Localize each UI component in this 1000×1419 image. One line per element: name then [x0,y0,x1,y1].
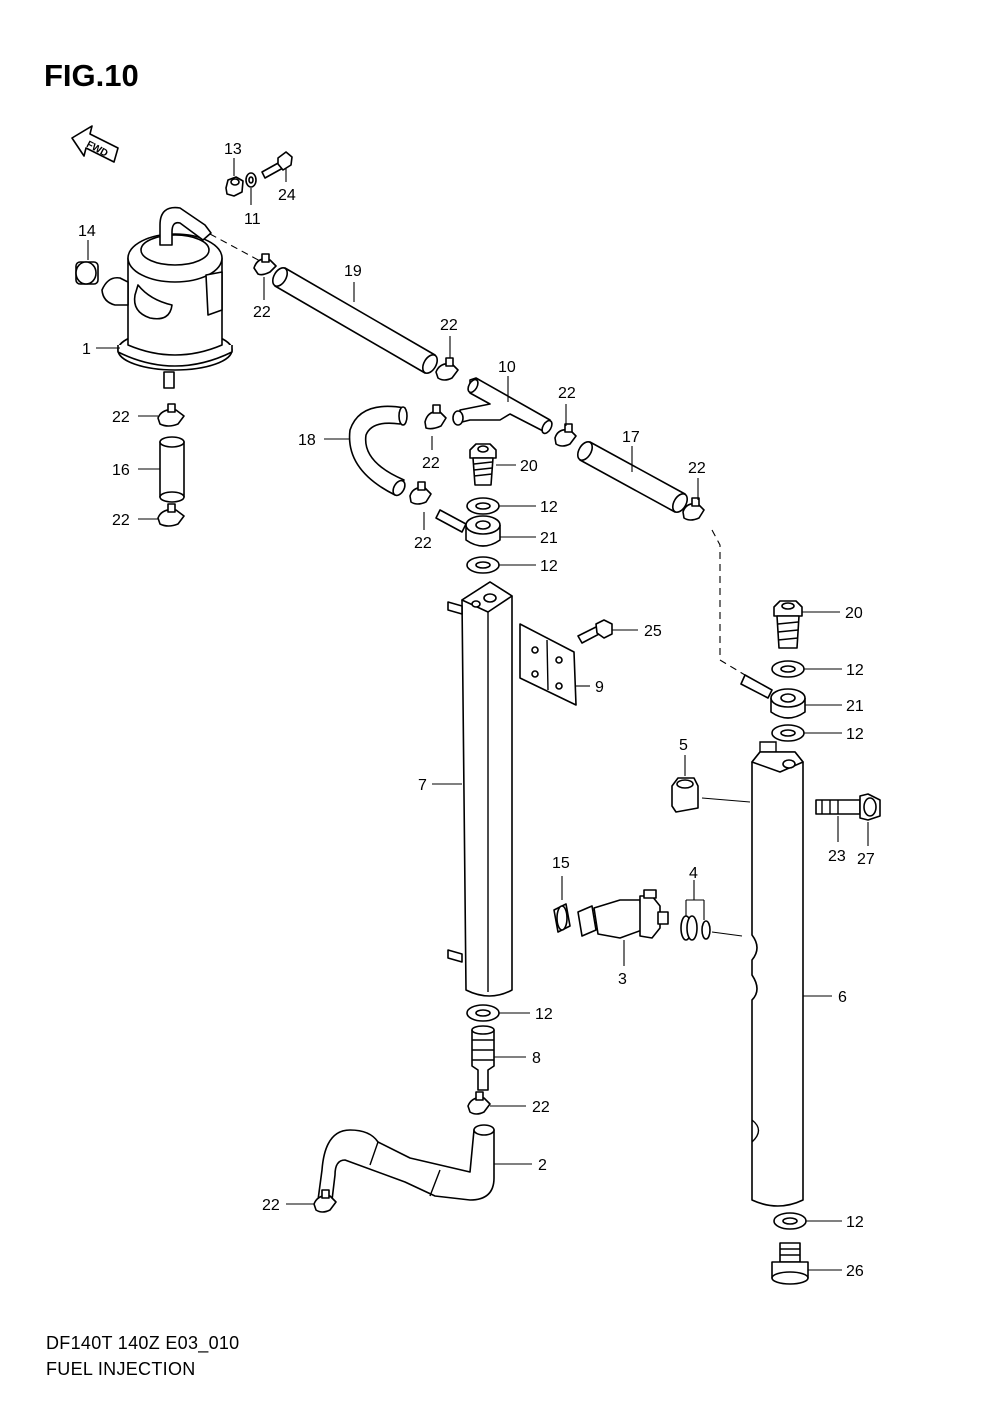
callout-10: 10 [498,359,516,376]
model-code: DF140T 140Z E03_010 [46,1333,240,1353]
callout-23: 23 [828,848,846,865]
hose-clamp [435,357,459,381]
figure-caption: FUEL INJECTION [46,1359,196,1379]
hose-clamp [157,503,185,527]
bolt-24 [261,151,293,179]
callout-12: 12 [535,1006,553,1023]
callout-14: 14 [78,223,96,240]
callout-22: 22 [112,512,130,529]
callout-22: 22 [440,317,458,334]
leader-lines [87,158,869,1271]
callout-17: 17 [622,429,640,446]
callout-12: 12 [540,558,558,575]
callout-6: 6 [838,989,847,1006]
callout-12: 12 [846,726,864,743]
fuel-hose-19 [271,267,439,374]
cushion-15 [553,903,571,933]
callout-21: 21 [540,530,558,547]
hose-clamp [554,423,577,447]
callout-1: 1 [82,341,91,358]
washer-12 [771,724,805,742]
washer-12 [773,1212,807,1230]
callout-4: 4 [689,865,698,882]
washer-12 [466,556,500,574]
hose-clamp [253,253,277,276]
callout-20: 20 [845,605,863,622]
fuel-hose-2 [317,1124,495,1201]
callout-8: 8 [532,1050,541,1067]
union-21 [435,509,501,547]
washer-12 [771,660,805,678]
fuel-rail-6 [751,741,804,1207]
callout-9: 9 [595,679,604,696]
callout-5: 5 [679,737,688,754]
callout-13: 13 [224,141,242,158]
fuel-injector-3 [577,889,669,939]
t-joint-10 [452,377,553,435]
washer-12 [466,1004,500,1022]
fuel-hose-17 [576,441,689,513]
bolt-23 [815,799,861,815]
bolt-26 [771,1242,809,1285]
bolt-25 [577,619,613,644]
callout-21: 21 [846,698,864,715]
callout-19: 19 [344,263,362,280]
grommet-5 [671,777,699,813]
callout-12: 12 [846,662,864,679]
callout-22: 22 [253,304,271,321]
union-bolt-20 [773,600,803,649]
washer-27 [859,793,881,821]
hose-clamp [467,1091,491,1115]
hose-clamp [313,1189,337,1213]
washer-12 [466,497,500,515]
callout-11: 11 [244,211,261,228]
callout-22: 22 [558,385,576,402]
fuel-rail-7 [447,581,513,997]
grommet-14 [75,261,99,285]
callout-22: 22 [112,409,130,426]
callout-7: 7 [418,777,427,794]
callout-15: 15 [552,855,570,872]
washer-11 [245,172,257,188]
callout-20: 20 [520,458,538,475]
hose-clamp [424,404,447,430]
union-21 [740,674,806,719]
callout-12: 12 [540,499,558,516]
o-ring-4 [680,915,711,941]
fuel-hose-18 [348,405,408,497]
callout-22: 22 [532,1099,550,1116]
callout-27: 27 [857,851,875,868]
callout-26: 26 [846,1263,864,1280]
bolt-13 [225,176,244,197]
callout-2: 2 [538,1157,547,1174]
callout-22: 22 [688,460,706,477]
callout-22: 22 [422,455,440,472]
union-bolt-20 [469,443,497,486]
callout-24: 24 [278,187,296,204]
callout-22: 22 [262,1197,280,1214]
callout-22: 22 [414,535,432,552]
callout-3: 3 [618,971,627,988]
callout-25: 25 [644,623,662,640]
page-title: FIG.10 [44,58,139,93]
fuel-hose-16 [159,436,185,503]
hose-clamp [409,481,432,505]
bracket-9 [519,623,577,706]
fitting-8 [471,1025,495,1091]
fwd-arrow-icon: FWD [71,125,119,163]
hose-clamp [157,403,185,427]
callout-12: 12 [846,1214,864,1231]
callout-18: 18 [298,432,316,449]
fuel-filter [101,206,233,389]
callout-16: 16 [112,462,130,479]
hose-clamp [682,497,705,521]
